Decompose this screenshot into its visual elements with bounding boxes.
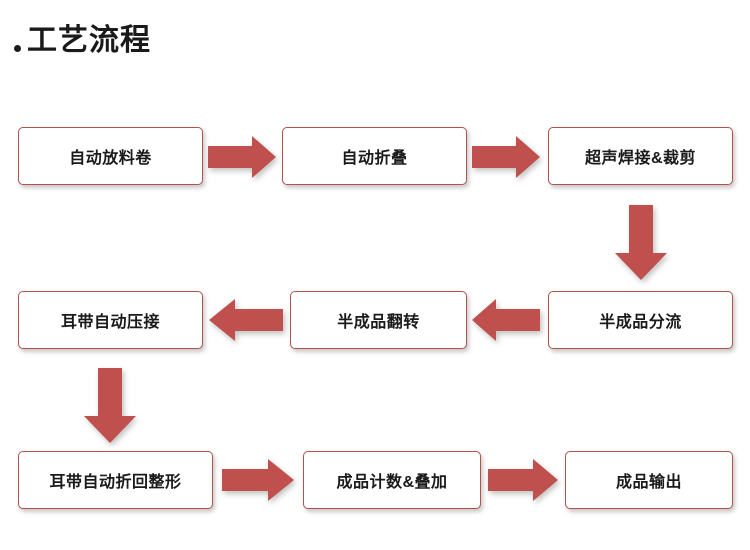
arrow-down-n6-n7 bbox=[84, 368, 136, 443]
arrow-right-n1-n2 bbox=[208, 136, 276, 178]
title-bullet-icon bbox=[14, 44, 21, 52]
process-node-n7[interactable]: 耳带自动折回整形 bbox=[18, 451, 213, 509]
process-node-n9[interactable]: 成品输出 bbox=[565, 451, 733, 509]
title-text: 工艺流程 bbox=[27, 24, 151, 57]
arrow-left-n4-n5 bbox=[472, 299, 540, 341]
process-node-n8[interactable]: 成品计数&叠加 bbox=[303, 451, 481, 509]
process-node-n1[interactable]: 自动放料卷 bbox=[18, 127, 203, 185]
arrow-down-n3-n4 bbox=[615, 205, 667, 280]
process-node-n5[interactable]: 半成品翻转 bbox=[290, 291, 467, 349]
process-node-n2[interactable]: 自动折叠 bbox=[282, 127, 467, 185]
process-node-n4[interactable]: 半成品分流 bbox=[548, 291, 733, 349]
process-node-n6[interactable]: 耳带自动压接 bbox=[18, 291, 203, 349]
arrow-left-n5-n6 bbox=[209, 299, 283, 341]
arrow-right-n2-n3 bbox=[472, 136, 540, 178]
process-node-n3[interactable]: 超声焊接&裁剪 bbox=[548, 127, 733, 185]
arrow-right-n8-n9 bbox=[488, 459, 558, 501]
arrow-right-n7-n8 bbox=[222, 459, 294, 501]
page-title: 工艺流程 bbox=[14, 26, 151, 56]
